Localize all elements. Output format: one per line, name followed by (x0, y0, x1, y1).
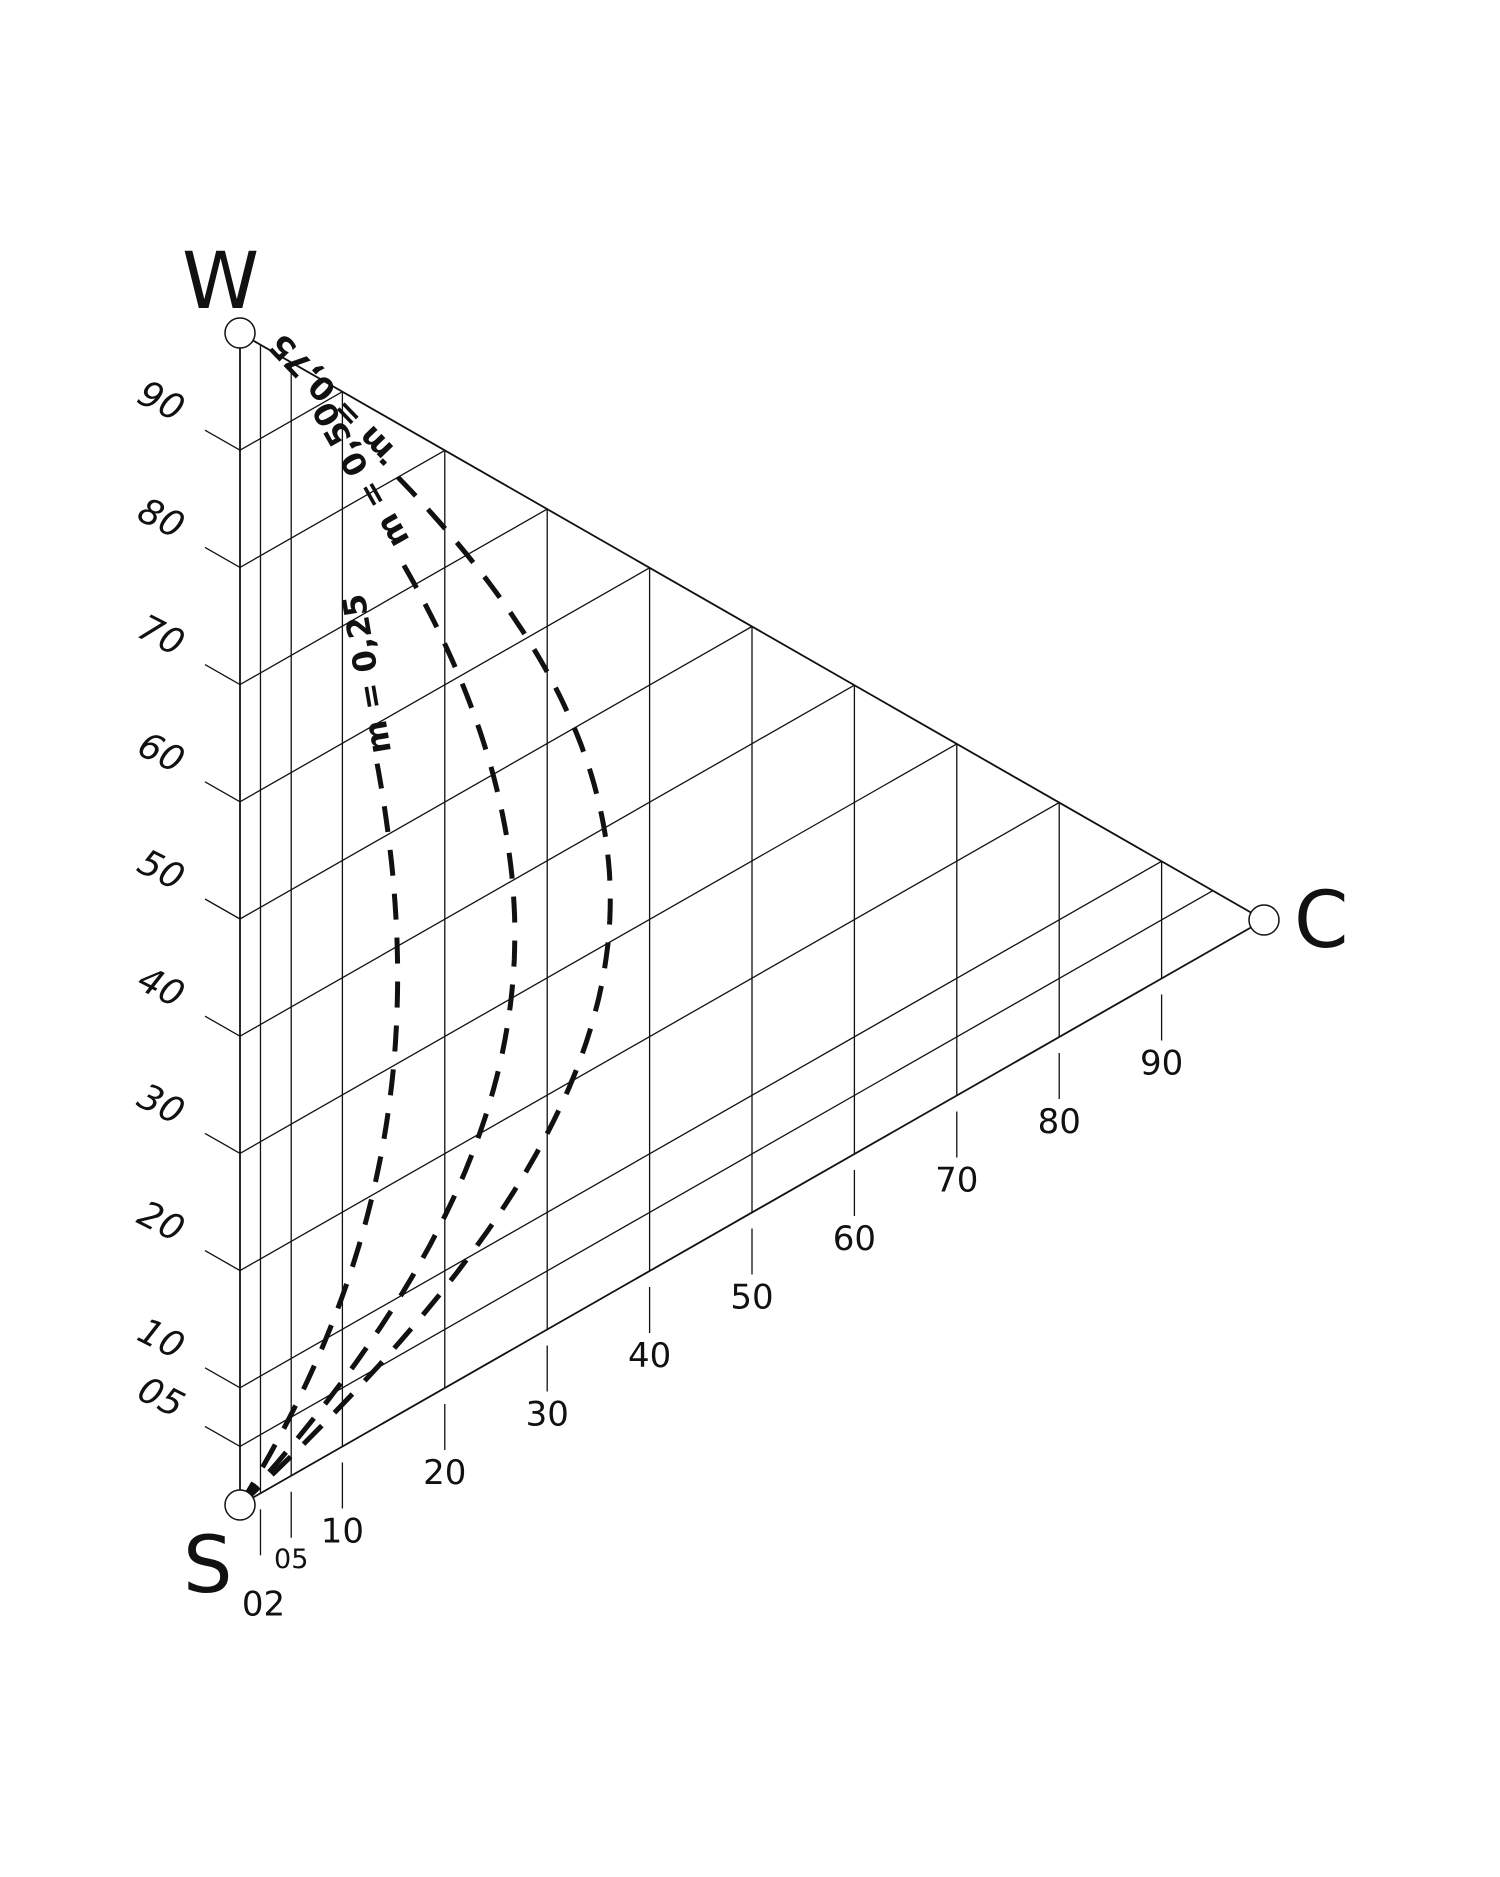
tick-left-90 (204, 429, 241, 451)
grid-line-w-70 (239, 508, 548, 686)
left-tick-label-90: 90 (131, 373, 190, 430)
left-tick-label-30: 30 (131, 1076, 190, 1133)
bottom-tick-label-20: 20 (423, 1453, 466, 1493)
bottom-tick-label-90: 90 (1140, 1044, 1183, 1084)
axis-labels: 0205102030405060708090051020304050607080… (131, 373, 1183, 1624)
edge-s-c (239, 919, 1265, 1506)
tick-left-50 (204, 898, 241, 920)
tick-left-60 (204, 781, 241, 803)
tick-left-70 (204, 664, 241, 686)
dashed-curves (237, 458, 613, 1507)
bottom-tick-label-30: 30 (526, 1395, 569, 1435)
bottom-tick-label-02: 02 (242, 1584, 285, 1624)
bottom-tick-label-40: 40 (628, 1336, 671, 1376)
axis-ticks (204, 429, 1163, 1556)
vertex-w-marker (224, 317, 256, 349)
tick-left-20 (204, 1250, 241, 1272)
tick-left-80 (204, 546, 241, 568)
tick-left-30 (204, 1132, 241, 1154)
vertex-s-label: S (183, 1521, 233, 1611)
grid-line-w-10 (239, 860, 1162, 1389)
left-tick-label-20: 20 (131, 1193, 190, 1250)
grid-line-w-50 (239, 625, 753, 920)
vertex-c-marker (1248, 904, 1280, 936)
bottom-tick-label-05: 05 (274, 1544, 308, 1575)
bottom-tick-label-10: 10 (321, 1512, 364, 1552)
bottom-tick-label-80: 80 (1038, 1102, 1081, 1142)
tick-left-10 (204, 1367, 241, 1389)
curve-m-0.25 (237, 763, 401, 1507)
curve-m-0.50 (238, 550, 518, 1507)
bottom-tick-label-50: 50 (730, 1278, 773, 1318)
grid-line-w-30 (239, 743, 958, 1154)
left-tick-label-10: 10 (131, 1310, 190, 1367)
grid-line-w-40 (239, 684, 855, 1037)
left-tick-label-70: 70 (131, 607, 190, 664)
left-tick-label-60: 60 (131, 724, 190, 781)
edge-w-c (239, 332, 1265, 921)
left-tick-label-40: 40 (131, 959, 190, 1016)
left-tick-label-50: 50 (131, 842, 190, 899)
tick-left-40 (204, 1015, 241, 1037)
grid-line-w-90 (239, 391, 343, 451)
vertex-c-label: C (1294, 876, 1348, 966)
vertex-w-label: W (182, 237, 259, 327)
left-tick-label-05: 05 (131, 1369, 190, 1426)
curve-label-0: m = 0,25 (335, 591, 399, 756)
left-tick-label-80: 80 (131, 490, 190, 547)
grid-line-w-20 (239, 802, 1060, 1272)
grid-line-w-05 (239, 890, 1214, 1447)
grid-lines (239, 344, 1214, 1494)
grid-line-w-80 (239, 449, 446, 568)
bottom-tick-label-60: 60 (833, 1219, 876, 1259)
tick-left-05 (204, 1425, 241, 1447)
grid-line-w-60 (239, 567, 650, 803)
curve-m-0.75 (238, 458, 613, 1507)
bottom-tick-label-70: 70 (935, 1161, 978, 1201)
vertex-s-marker (224, 1489, 256, 1521)
